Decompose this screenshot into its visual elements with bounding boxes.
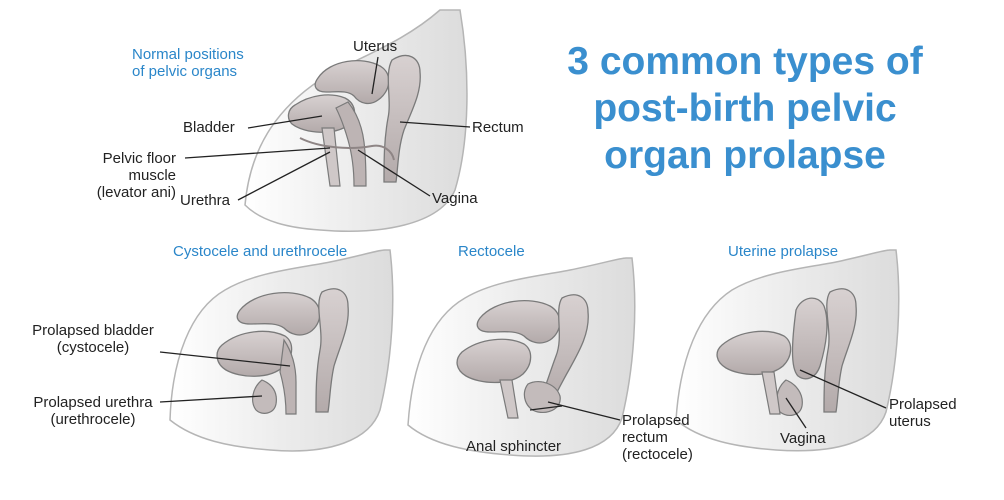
label-prolapsed-bladder-line-2: (cystocele) <box>56 339 130 356</box>
label-prolapsed-rectum: Prolapsed rectum (rectocele) <box>622 412 693 463</box>
page-title: 3 common types of post-birth pelvic orga… <box>520 38 970 179</box>
label-pelvic-floor-line-3: (levator ani) <box>96 184 176 201</box>
label-pelvic-floor: Pelvic floor muscle (levator ani) <box>72 150 176 201</box>
label-prolapsed-urethra-line-1: Prolapsed urethra <box>33 394 153 411</box>
label-pelvic-floor-line-1: Pelvic floor <box>102 150 176 167</box>
label-uterus: Uterus <box>353 38 398 55</box>
rectocele-caption: Rectocele <box>458 243 525 260</box>
normal-pelvis-figure <box>244 9 468 232</box>
title-line-1: 3 common types of <box>567 40 923 83</box>
label-prolapsed-uterus: Prolapsed uterus <box>889 396 957 430</box>
label-prolapsed-rectum-line-2: rectum <box>622 429 668 446</box>
normal-caption-line-1: Normal positions <box>132 46 244 63</box>
label-prolapsed-rectum-line-1: Prolapsed <box>622 412 690 429</box>
label-bladder: Bladder <box>183 119 235 136</box>
cystocele-caption: Cystocele and urethrocele <box>173 243 348 260</box>
label-anal-sphincter: Anal sphincter <box>466 438 562 455</box>
normal-caption: Normal positions of pelvic organs <box>132 46 244 80</box>
uterine-prolapse-figure <box>675 249 900 452</box>
label-urethra: Urethra <box>180 192 231 209</box>
normal-caption-line-2: of pelvic organs <box>132 63 238 80</box>
label-prolapsed-rectum-line-3: (rectocele) <box>622 446 693 463</box>
label-prolapsed-urethra: Prolapsed urethra (urethrocele) <box>18 394 168 428</box>
leader-lines <box>159 56 887 429</box>
label-pelvic-floor-line-2: muscle <box>128 167 176 184</box>
cystocele-figure <box>169 249 394 452</box>
label-prolapsed-bladder-line-1: Prolapsed bladder <box>32 322 154 339</box>
label-prolapsed-bladder: Prolapsed bladder (cystocele) <box>18 322 168 356</box>
label-rectum: Rectum <box>472 119 524 136</box>
rectocele-figure <box>407 257 636 457</box>
label-prolapsed-urethra-line-2: (urethrocele) <box>50 411 136 428</box>
label-uterine-vagina: Vagina <box>780 430 826 447</box>
title-line-2: post-birth pelvic <box>593 87 897 130</box>
label-prolapsed-uterus-line-1: Prolapsed <box>889 396 957 413</box>
uterine-caption: Uterine prolapse <box>728 243 839 260</box>
title-line-3: organ prolapse <box>604 134 886 177</box>
label-prolapsed-uterus-line-2: uterus <box>889 413 931 430</box>
label-vagina: Vagina <box>432 190 478 207</box>
